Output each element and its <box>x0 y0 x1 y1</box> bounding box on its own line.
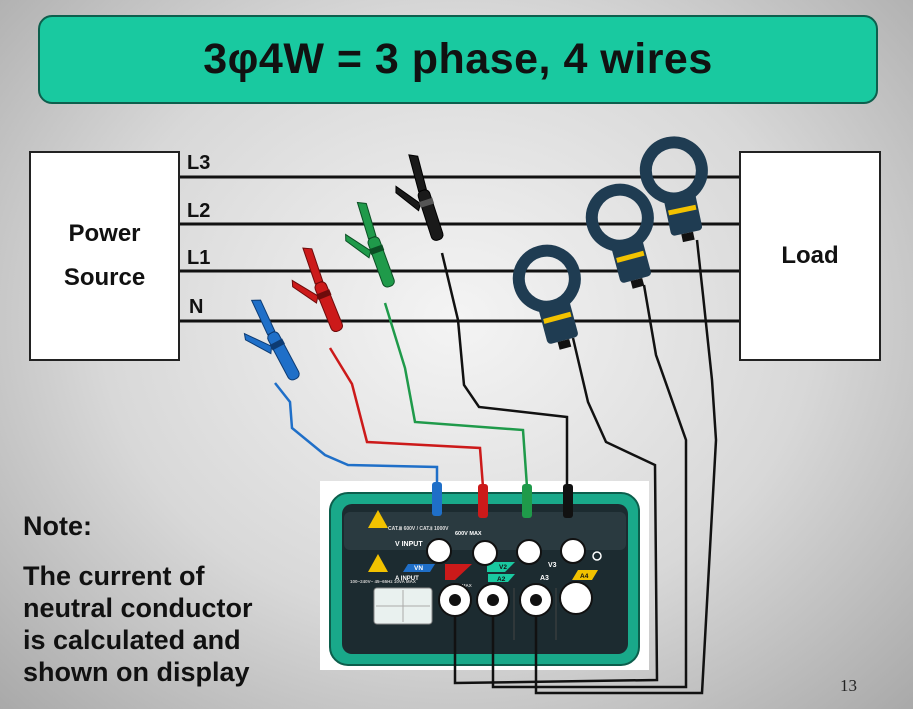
v3-label: V3 <box>548 562 557 569</box>
clip-black <box>395 154 444 241</box>
power-source-box: Power Source <box>29 151 180 361</box>
green-cable <box>383 302 529 488</box>
wire-label-l1: L1 <box>187 247 211 269</box>
terminal-a3-plug <box>530 594 542 606</box>
supply-rating-label: 100~240V~ 45~65Hz 10VA MAX <box>350 579 416 584</box>
blue-cable <box>274 382 439 487</box>
warning-icon-upper <box>368 510 388 528</box>
voltage-input-label: V INPUT <box>395 541 423 548</box>
black-plug <box>563 484 573 518</box>
a4-label: A4 <box>580 573 589 580</box>
a2-label: A2 <box>497 576 506 583</box>
terminal-v1 <box>472 540 498 566</box>
meter-device: V INPUT CAT.Ⅲ 600V / CAT.Ⅱ 1000V 600V MA… <box>329 492 640 666</box>
wire-label-n: N <box>189 296 204 318</box>
load-box: Load <box>739 151 881 361</box>
clamp-cable-l2 <box>491 284 688 689</box>
voltage-terminals <box>426 538 586 566</box>
blue-plug <box>432 482 442 516</box>
red-plug <box>478 484 488 518</box>
note-heading: Note: <box>23 511 92 541</box>
slide-number: 13 <box>840 676 857 695</box>
vn-label: VN <box>414 565 423 572</box>
load-label: Load <box>781 242 839 269</box>
meter-voltage-strip <box>344 512 626 550</box>
clip-green <box>345 201 395 288</box>
note-line: The current of <box>23 561 205 591</box>
a3-label: A3 <box>540 575 549 582</box>
green-plug <box>522 484 532 518</box>
terminal-a4 <box>559 581 593 615</box>
lead-plugs <box>432 482 573 518</box>
black-cable <box>440 252 569 487</box>
current-input-label: A INPUT <box>395 576 419 582</box>
note-line: neutral conductor <box>23 593 253 623</box>
terminal-a1-plug <box>449 594 461 606</box>
terminal-v2 <box>516 539 542 565</box>
clamp-cable-l1 <box>453 337 659 685</box>
v2-tag <box>487 562 515 572</box>
ground-icon <box>592 551 602 561</box>
note-line: shown on display <box>23 657 250 687</box>
clip-blue <box>243 299 300 381</box>
power-source-label-1: Power <box>68 220 141 247</box>
a4-tag <box>572 570 598 580</box>
slide-title: 3φ4W = 3 phase, 4 wires <box>203 35 713 83</box>
note-body: The current of neutral conductor is calc… <box>23 560 313 688</box>
max-rating-label: 600V MAX <box>455 531 482 537</box>
v2-label: V2 <box>499 564 507 571</box>
voltage-cables <box>274 252 569 488</box>
clip-red <box>291 247 344 333</box>
warning-icon-lower <box>368 554 388 572</box>
clamp-cables <box>453 239 718 695</box>
terminal-vn <box>426 538 452 564</box>
wire-label-l3: L3 <box>187 152 211 174</box>
vn-tag <box>403 564 435 572</box>
terminal-a2-plug <box>487 594 499 606</box>
v1-tag <box>445 564 472 580</box>
title-banner: 3φ4W = 3 phase, 4 wires <box>38 15 878 104</box>
red-cable <box>328 347 485 488</box>
terminal-v3 <box>560 538 586 564</box>
a2-tag <box>488 574 515 582</box>
wire-label-l2: L2 <box>187 200 211 222</box>
cat-rating-label: CAT.Ⅲ 600V / CAT.Ⅱ 1000V <box>388 525 449 532</box>
clamp-l2 <box>585 183 654 289</box>
note-line: is calculated and <box>23 625 241 655</box>
clamp-cable-l3 <box>534 239 718 695</box>
clamp-l3 <box>639 136 708 243</box>
clamp-l1 <box>512 244 581 350</box>
power-source-label-2: Source <box>63 264 146 291</box>
current-terminals <box>438 581 593 617</box>
